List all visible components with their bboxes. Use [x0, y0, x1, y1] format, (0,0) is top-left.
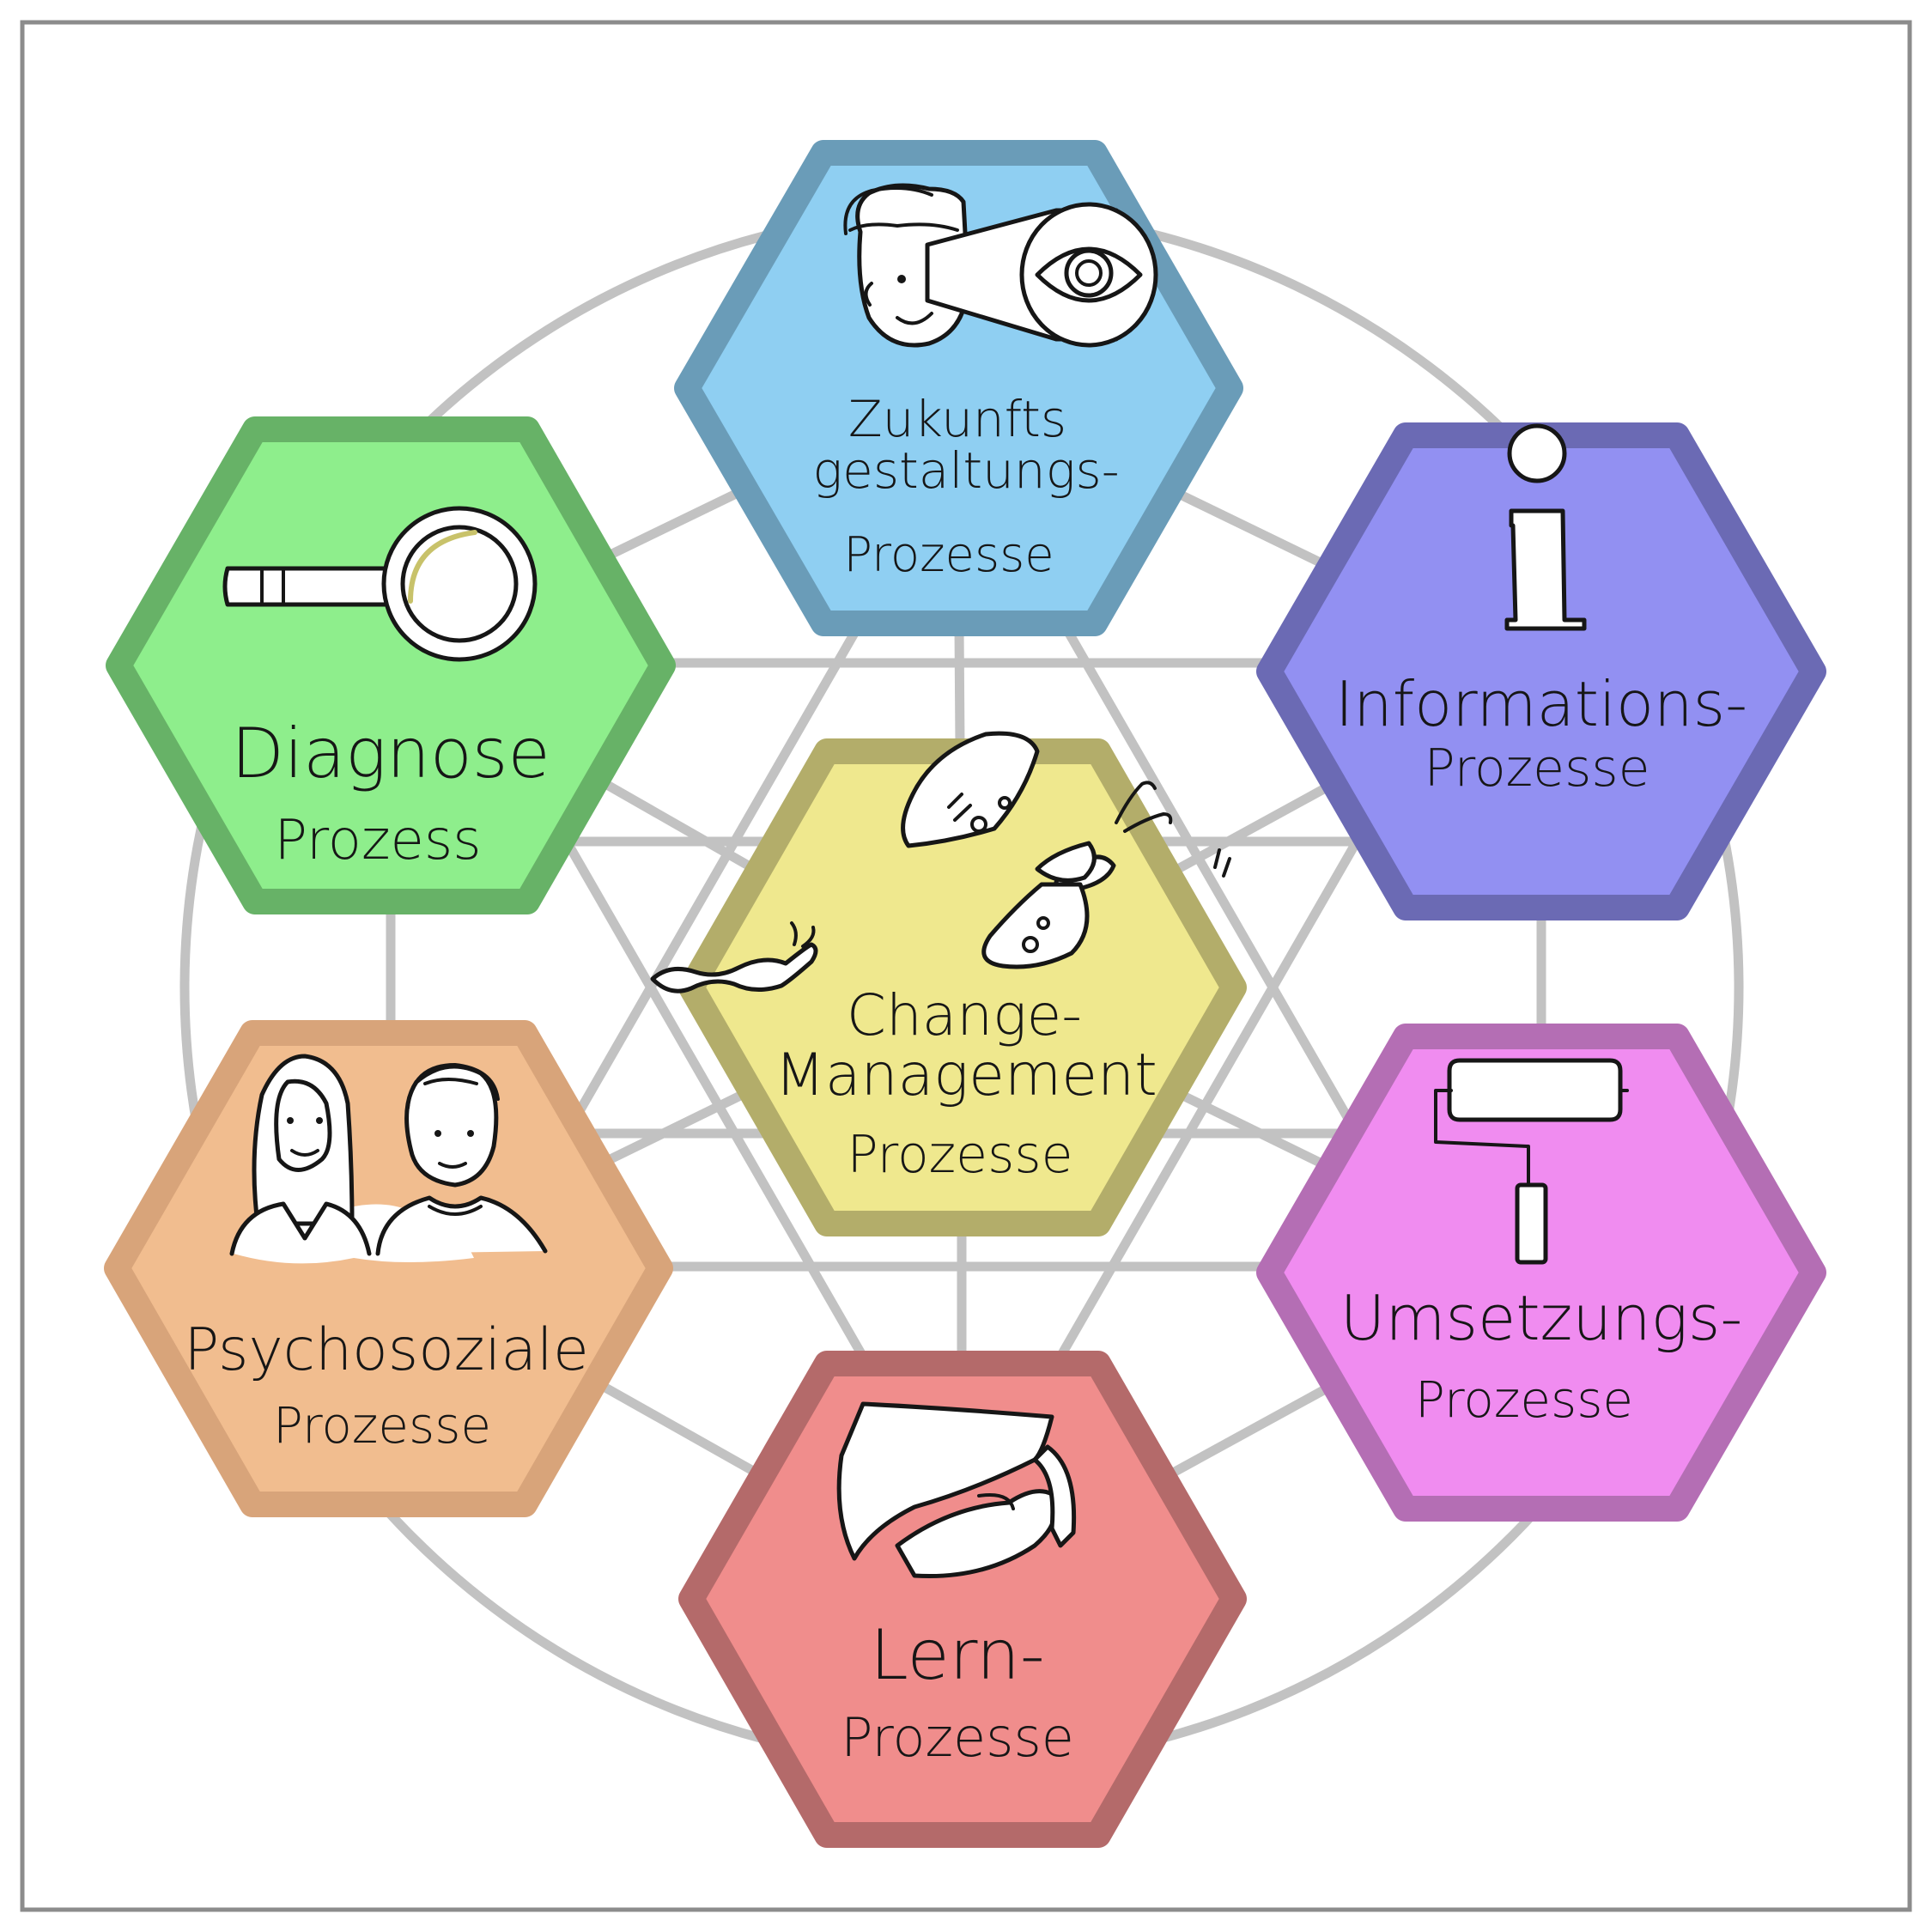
- butterfly-icon: [901, 731, 1231, 969]
- hexagon-info-line2: Prozesse: [1424, 738, 1649, 799]
- hexagon-zukunft-line1: Zukunfts: [848, 390, 1066, 448]
- hexagon-psychosoziale[interactable]: Psychosoziale Prozesse: [104, 1020, 673, 1517]
- hexagon-change-management[interactable]: Change- Management Prozesse: [650, 731, 1247, 1236]
- hexagon-change-line2: Management: [775, 1042, 1157, 1109]
- hexagon-umsetzung-line2: Prozesse: [1415, 1370, 1633, 1429]
- people-icon: [229, 1054, 548, 1264]
- hexagon-shape: [1256, 1024, 1826, 1522]
- magnifying-glass-icon: [222, 506, 538, 662]
- hexagon-diagnose-line2: Prozess: [274, 809, 481, 872]
- hexagon-shape: [678, 1351, 1247, 1848]
- hexagon-zukunft-line2: gestaltungs-: [812, 441, 1119, 500]
- graduation-cap-icon: [836, 1401, 1077, 1579]
- hexagon-informationsprozesse[interactable]: Informations- Prozesse: [1256, 422, 1826, 920]
- hexagon-change-line3: Prozesse: [847, 1125, 1072, 1185]
- hexagon-zukunft-line3: Prozesse: [843, 527, 1054, 583]
- telescope-eye-icon: [843, 183, 1158, 348]
- hexagon-zukunftsgestaltung[interactable]: Zukunfts gestaltungs- Prozesse: [674, 140, 1243, 636]
- hexagon-lern-line2: Prozesse: [841, 1706, 1074, 1769]
- hexagon-diagnose[interactable]: Diagnose Prozess: [106, 416, 676, 914]
- hexagon-change-line1: Change-: [847, 982, 1082, 1048]
- hexagon-umsetzung-line1: Umsetzungs-: [1340, 1282, 1743, 1354]
- hexagon-diagnose-line1: Diagnose: [231, 714, 550, 793]
- hexagon-umsetzungsprozesse[interactable]: Umsetzungs- Prozesse: [1256, 1024, 1826, 1522]
- hexagon-info-line1: Informations-: [1335, 668, 1747, 740]
- caterpillar-icon: [650, 921, 818, 993]
- hexagon-lern-line1: Lern-: [870, 1615, 1044, 1695]
- hexagon-lernprozesse[interactable]: Lern- Prozesse: [678, 1351, 1247, 1848]
- info-icon: [1504, 423, 1587, 631]
- hexagon-psycho-line1: Psychosoziale: [184, 1316, 589, 1384]
- paint-roller-icon: [1434, 1058, 1629, 1265]
- hexagon-psycho-line2: Prozesse: [273, 1396, 491, 1455]
- hexagon-shape: [1256, 422, 1826, 920]
